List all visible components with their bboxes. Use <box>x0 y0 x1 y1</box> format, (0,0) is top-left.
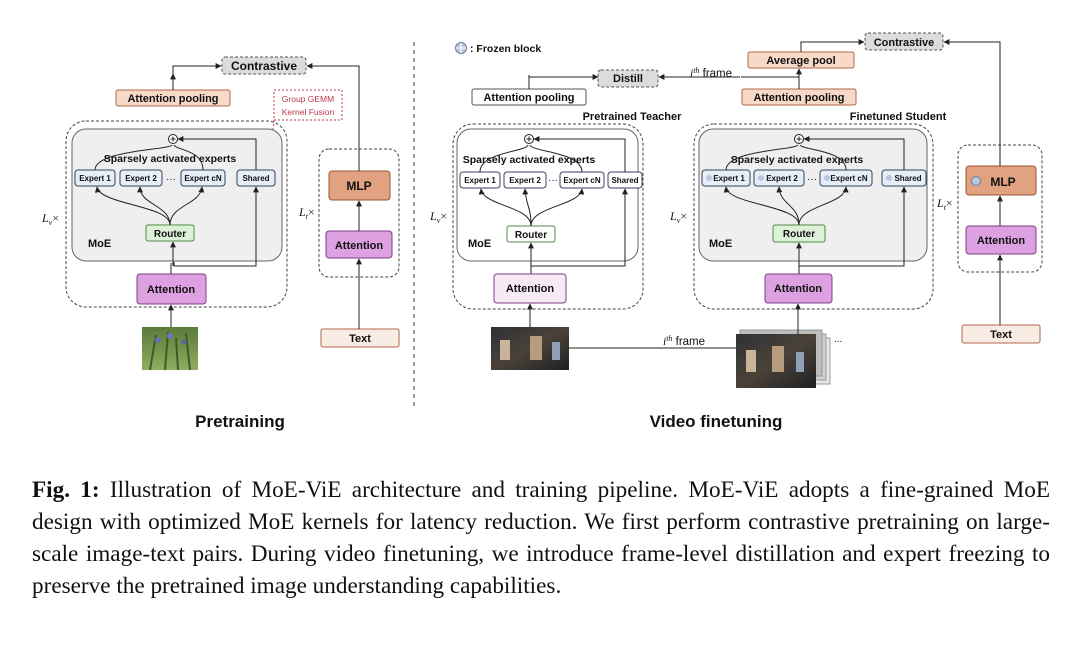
attention-label: Attention <box>147 284 196 296</box>
teacher-expert-label: Expert 2 <box>509 176 541 185</box>
finetune-text-input-box <box>961 324 1041 344</box>
snowflake-icon <box>824 175 830 181</box>
student-expert-label: Expert 1 <box>713 174 745 183</box>
student-attention-box <box>764 273 833 304</box>
vision-encoder-block <box>65 120 288 308</box>
expert-label: Expert 1 <box>79 174 111 183</box>
kernel-note-line1: Group GEMM <box>282 94 334 104</box>
finetune-contrastive-label: Contrastive <box>874 37 935 49</box>
student-expert-label: Shared <box>894 174 921 183</box>
kernel-note-line2: Kernel Fusion <box>282 107 335 117</box>
student-expert-label: Expert cN <box>830 174 868 183</box>
attention-pooling-label: Attention pooling <box>127 93 218 105</box>
student-expert-dots: ··· <box>807 174 817 185</box>
student-repeat-label: Lv× <box>669 209 687 225</box>
caption-text: Illustration of MoE-ViE architecture and… <box>32 477 1051 599</box>
contrastive-label: Contrastive <box>231 59 297 73</box>
student-block <box>693 123 934 310</box>
student-attention-pooling-label: Attention pooling <box>753 92 844 104</box>
kernel-note-box <box>273 89 343 121</box>
vision-repeat-label: Lv× <box>41 211 59 227</box>
student-router-label: Router <box>783 229 815 240</box>
student-experts-heading: Sparsely activated experts <box>731 154 864 166</box>
ith-frame-bottom-label: ith frame <box>663 334 705 348</box>
snowflake-icon <box>886 175 892 181</box>
student-expert-label: Expert 2 <box>766 174 798 183</box>
finetune-mlp-label: MLP <box>990 175 1015 189</box>
teacher-repeat-label: Lv× <box>429 209 447 225</box>
teacher-expert-dots: ··· <box>548 175 558 186</box>
text-attention-label: Attention <box>335 240 384 252</box>
expert-label: Expert 2 <box>125 174 157 183</box>
router-label: Router <box>154 229 186 240</box>
teacher-experts-heading: Sparsely activated experts <box>463 154 596 166</box>
teacher-expert-label: Shared <box>611 176 638 185</box>
teacher-attention-box <box>493 273 567 304</box>
frozen-legend-label: : Frozen block <box>470 43 541 55</box>
student-moe-block <box>698 128 928 262</box>
finetune-contrastive-box <box>864 32 944 51</box>
average-pool-label: Average pool <box>766 55 835 67</box>
expert-box <box>119 169 163 187</box>
text-repeat-label: Lt× <box>298 205 315 221</box>
frames-dots: ... <box>834 334 842 345</box>
teacher-router-label: Router <box>515 230 547 241</box>
figure-caption: Fig. 1: Illustration of MoE-ViE architec… <box>32 474 1050 602</box>
experts-heading: Sparsely activated experts <box>104 153 237 165</box>
caption-label: Fig. 1: <box>32 477 100 503</box>
teacher-moe-label: MoE <box>468 238 491 250</box>
student-moe-label: MoE <box>709 238 732 250</box>
teacher-attention-label: Attention <box>506 283 555 295</box>
video-frames-stack <box>736 329 831 388</box>
finetune-text-attention-box <box>965 225 1037 255</box>
teacher-label: Pretrained Teacher <box>583 111 683 123</box>
teacher-expert-label: Expert 1 <box>464 176 496 185</box>
teacher-attention-pooling-label: Attention pooling <box>483 92 574 104</box>
student-expert-box <box>753 169 805 187</box>
student-label: Finetuned Student <box>850 111 947 123</box>
teacher-moe-block <box>456 128 639 262</box>
teacher-expert-box <box>503 171 547 189</box>
expert-dots: ··· <box>166 174 176 185</box>
student-attention-label: Attention <box>774 283 823 295</box>
finetune-text-input-label: Text <box>990 329 1012 341</box>
mlp-label: MLP <box>346 179 371 193</box>
teacher-expert-label: Expert cN <box>563 176 601 185</box>
finetune-text-repeat-label: Lt× <box>936 196 953 212</box>
finetune-text-attention-label: Attention <box>977 235 1026 247</box>
snowflake-icon <box>706 175 712 181</box>
pretraining-diagram: Contrastive Attention pooling Group GEMM… <box>41 56 400 431</box>
finetuning-diagram: : Frozen block Attention pooling Pretrai… <box>429 32 1043 431</box>
snowflake-icon <box>455 42 467 54</box>
moe-label: MoE <box>88 238 111 250</box>
snowflake-icon <box>971 176 981 186</box>
expert-label: Expert cN <box>184 174 222 183</box>
text-input-box <box>320 328 400 348</box>
distill-label: Distill <box>613 73 643 85</box>
pretraining-title: Pretraining <box>195 412 285 431</box>
expert-label: Shared <box>242 174 269 183</box>
text-input-label: Text <box>349 333 371 345</box>
snowflake-icon <box>758 175 764 181</box>
distill-box <box>597 69 659 88</box>
finetune-mlp-box <box>965 165 1037 196</box>
ith-frame-top-label: ith frame <box>690 66 732 80</box>
teacher-block <box>452 123 644 310</box>
moe-block <box>71 128 283 262</box>
finetuning-title: Video finetuning <box>650 412 783 431</box>
contrastive-box <box>221 56 307 75</box>
